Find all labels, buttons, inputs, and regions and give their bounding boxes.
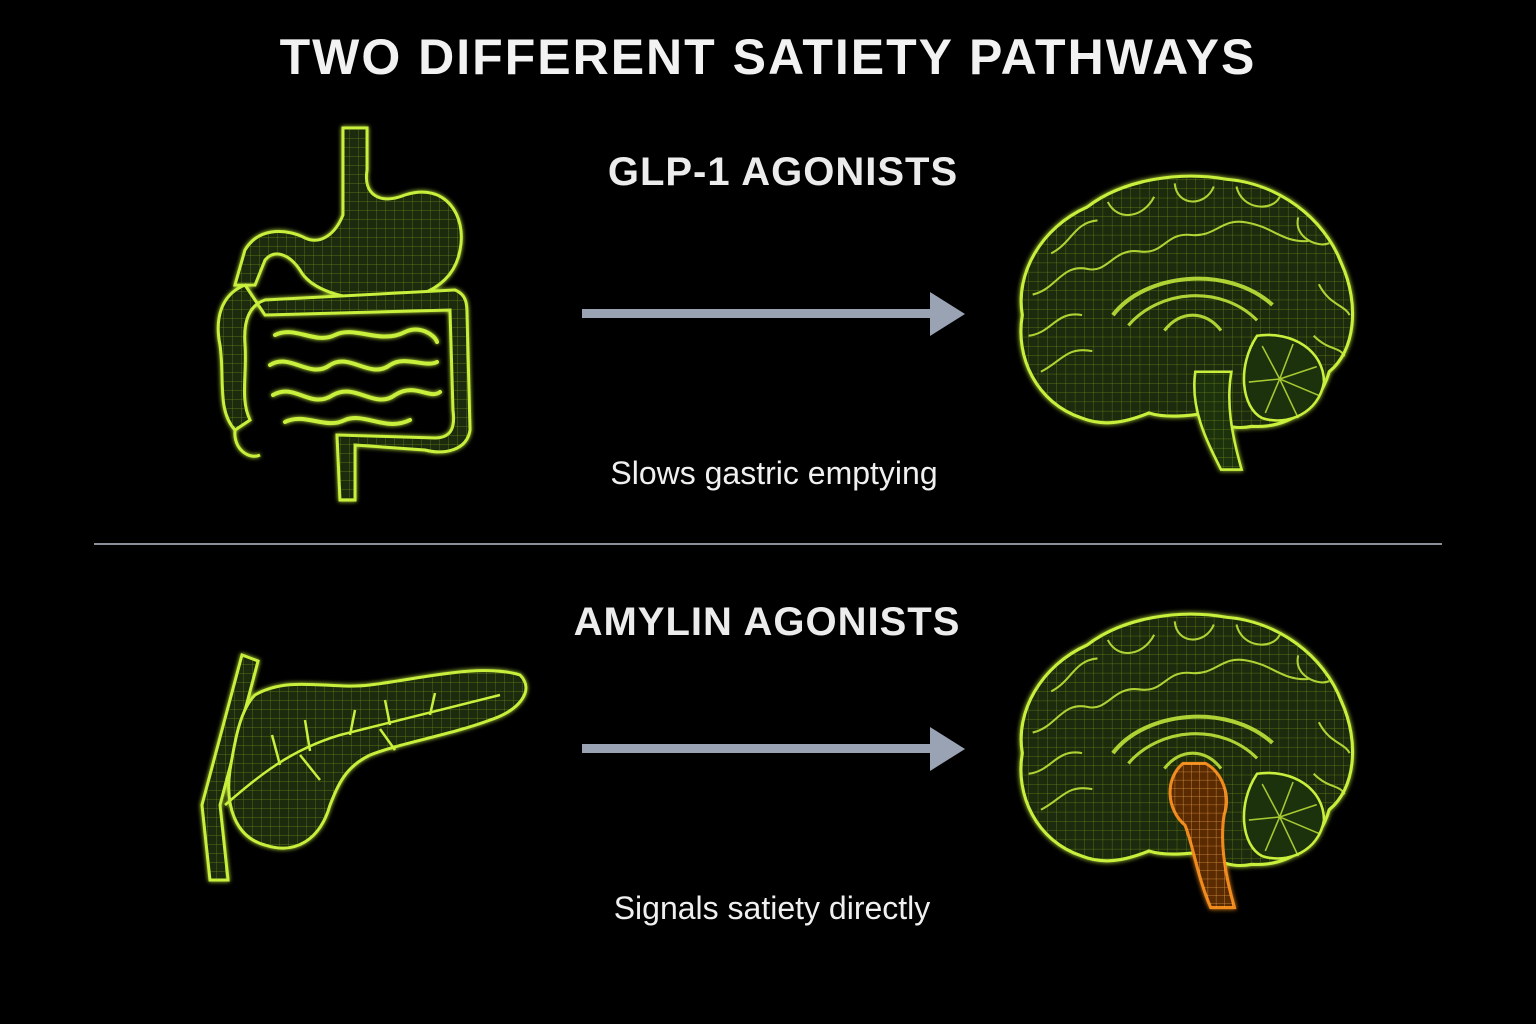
pathway-caption-glp1: Slows gastric emptying: [610, 455, 938, 491]
digestive-tract-icon: [216, 126, 472, 502]
pathway-caption-amylin: Signals satiety directly: [613, 890, 931, 926]
pathway-label-glp1: GLP-1 AGONISTS: [607, 150, 959, 194]
section-divider: [94, 543, 1442, 545]
page-title: TWO DIFFERENT SATIETY PATHWAYS: [279, 29, 1257, 85]
arrow-right-icon: [582, 727, 965, 771]
pancreas-icon: [200, 653, 528, 882]
pathway-label-amylin: AMYLIN AGONISTS: [573, 600, 961, 644]
brain-icon: [1010, 160, 1360, 471]
arrow-right-icon: [582, 292, 965, 336]
brain-with-highlighted-brainstem-icon: [1010, 598, 1360, 910]
